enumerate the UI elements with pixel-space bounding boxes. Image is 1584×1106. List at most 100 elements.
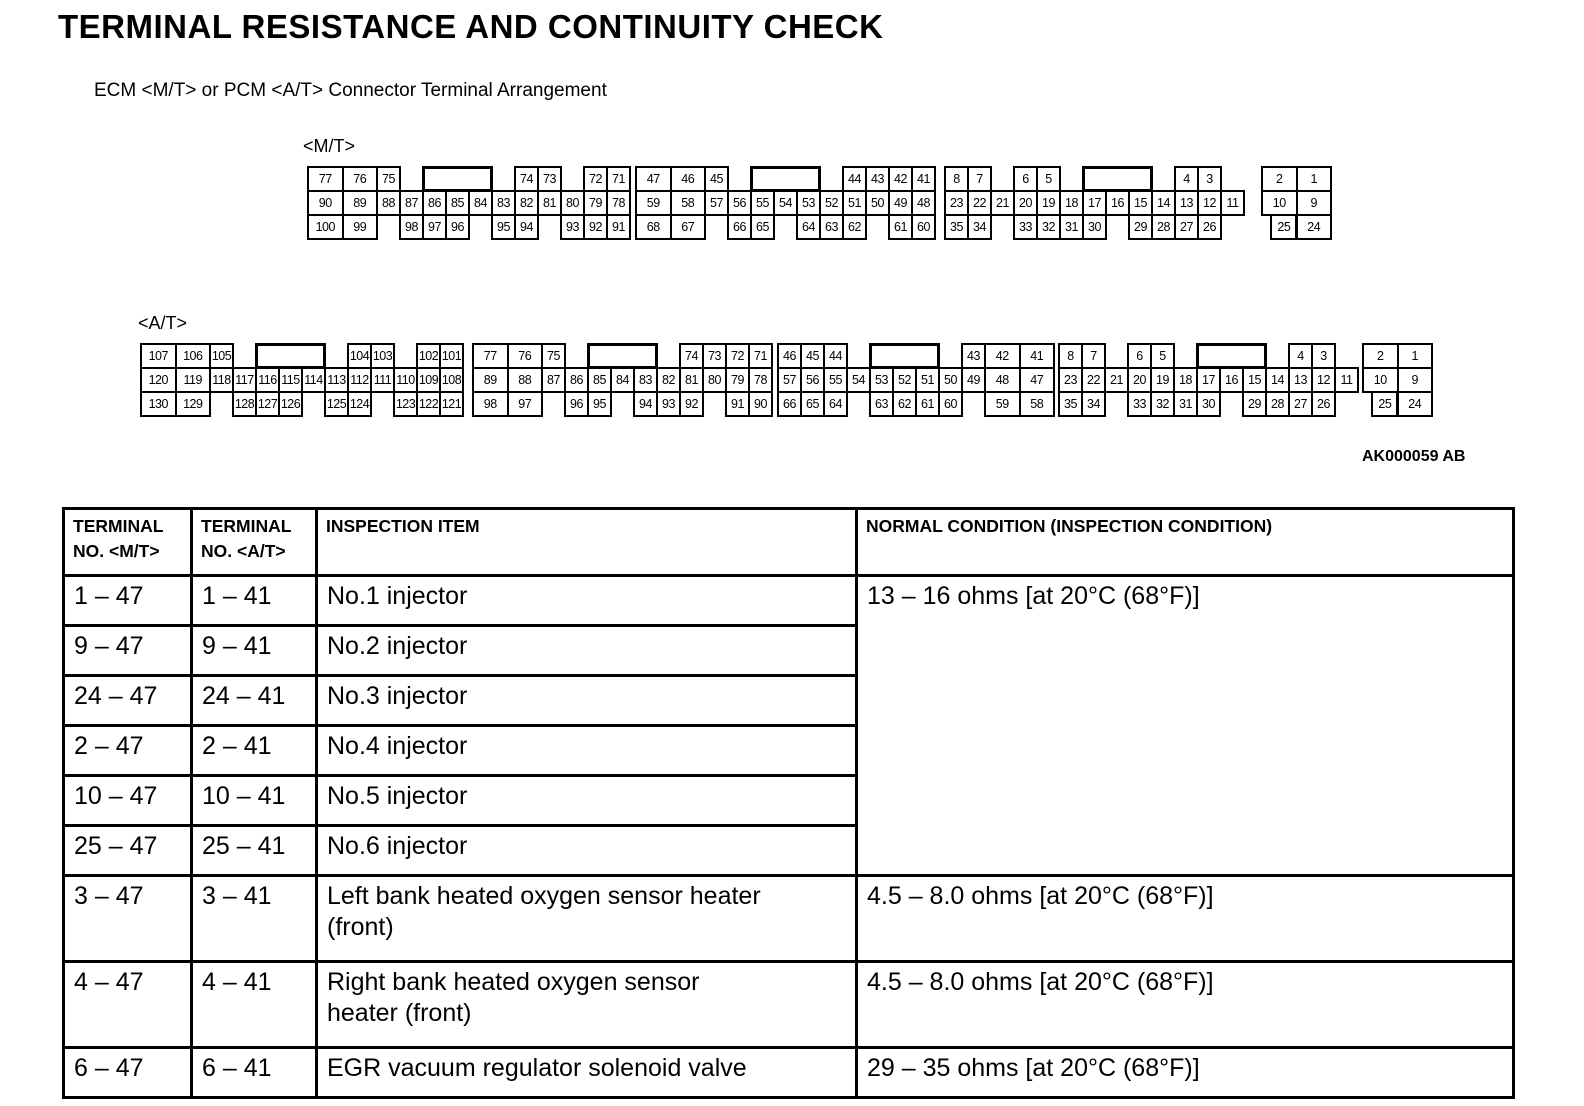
pin-33: 33 xyxy=(1013,214,1038,240)
pin-75: 75 xyxy=(541,343,566,369)
pin-5: 5 xyxy=(1036,166,1061,192)
pin-74: 74 xyxy=(679,343,704,369)
pin-81: 81 xyxy=(537,190,562,216)
pin-62: 62 xyxy=(842,214,867,240)
pin-112: 112 xyxy=(347,367,372,393)
cell-terminal-mt: 4 – 47 xyxy=(62,960,193,1049)
pin-57: 57 xyxy=(704,190,729,216)
pin-93: 93 xyxy=(656,391,681,417)
pin-15: 15 xyxy=(1128,190,1153,216)
pin-77: 77 xyxy=(307,166,344,192)
pin-86: 86 xyxy=(422,190,447,216)
pin-26: 26 xyxy=(1197,214,1222,240)
pin-42: 42 xyxy=(888,166,913,192)
pin-49: 49 xyxy=(888,190,913,216)
pin-68: 68 xyxy=(635,214,672,240)
cell-inspection-item: No.1 injector xyxy=(315,574,858,627)
pin-15: 15 xyxy=(1242,367,1267,393)
pin-51: 51 xyxy=(842,190,867,216)
cell-terminal-mt: 10 – 47 xyxy=(62,774,193,827)
cell-terminal-at: 9 – 41 xyxy=(190,624,318,677)
pin-53: 53 xyxy=(869,367,894,393)
pin-42: 42 xyxy=(984,343,1021,369)
pin-110: 110 xyxy=(393,367,418,393)
pin-46: 46 xyxy=(669,166,706,192)
pin-97: 97 xyxy=(422,214,447,240)
cell-inspection-item: No.4 injector xyxy=(315,724,858,777)
pin-91: 91 xyxy=(725,391,750,417)
pin-25: 25 xyxy=(1371,391,1399,417)
pin-58: 58 xyxy=(669,190,706,216)
pin-13: 13 xyxy=(1288,367,1313,393)
pin-22: 22 xyxy=(967,190,992,216)
pin-57: 57 xyxy=(777,367,802,393)
pin-43: 43 xyxy=(865,166,890,192)
pin-89: 89 xyxy=(472,367,509,393)
pin-96: 96 xyxy=(445,214,470,240)
cell-terminal-at: 4 – 41 xyxy=(190,960,318,1049)
pin-71: 71 xyxy=(748,343,773,369)
pin-103: 103 xyxy=(370,343,395,369)
pin-24: 24 xyxy=(1396,391,1433,417)
pin-55: 55 xyxy=(750,190,775,216)
at-connector-label: <A/T> xyxy=(138,313,188,333)
page-title: TERMINAL RESISTANCE AND CONTINUITY CHECK xyxy=(58,8,884,45)
pin-51: 51 xyxy=(915,367,940,393)
pin-63: 63 xyxy=(869,391,894,417)
pin-26: 26 xyxy=(1311,391,1336,417)
pin-17: 17 xyxy=(1082,190,1107,216)
pin-113: 113 xyxy=(324,367,349,393)
pin-122: 122 xyxy=(416,391,441,417)
pin-62: 62 xyxy=(892,391,917,417)
pin-47: 47 xyxy=(1018,367,1055,393)
pin-23: 23 xyxy=(944,190,969,216)
pin-30: 30 xyxy=(1196,391,1221,417)
pin-65: 65 xyxy=(800,391,825,417)
cell-terminal-at: 1 – 41 xyxy=(190,574,318,627)
pin-125: 125 xyxy=(324,391,349,417)
pin-90: 90 xyxy=(748,391,773,417)
pin-83: 83 xyxy=(633,367,658,393)
pin-76: 76 xyxy=(506,343,543,369)
pin-19: 19 xyxy=(1036,190,1061,216)
cell-inspection-item: EGR vacuum regulator solenoid valve xyxy=(315,1046,858,1099)
pin-72: 72 xyxy=(583,166,608,192)
pin-114: 114 xyxy=(301,367,326,393)
pin-8: 8 xyxy=(944,166,969,192)
pin-67: 67 xyxy=(669,214,706,240)
pin-31: 31 xyxy=(1173,391,1198,417)
pin-59: 59 xyxy=(984,391,1021,417)
pin-119: 119 xyxy=(174,367,211,393)
pin-29: 29 xyxy=(1242,391,1267,417)
pin-4: 4 xyxy=(1288,343,1313,369)
pin-96: 96 xyxy=(564,391,589,417)
pin-60: 60 xyxy=(938,391,963,417)
pin-8: 8 xyxy=(1058,343,1083,369)
pin-16: 16 xyxy=(1219,367,1244,393)
pin-115: 115 xyxy=(278,367,303,393)
pin-92: 92 xyxy=(679,391,704,417)
pin-74: 74 xyxy=(514,166,539,192)
pin-88: 88 xyxy=(506,367,543,393)
pin-126: 126 xyxy=(278,391,303,417)
pin-90: 90 xyxy=(307,190,344,216)
pin-82: 82 xyxy=(656,367,681,393)
pin-7: 7 xyxy=(967,166,992,192)
pin-52: 52 xyxy=(892,367,917,393)
pin-78: 78 xyxy=(748,367,773,393)
pin-94: 94 xyxy=(633,391,658,417)
pin-56: 56 xyxy=(727,190,752,216)
pin-85: 85 xyxy=(445,190,470,216)
pin-34: 34 xyxy=(967,214,992,240)
pin-65: 65 xyxy=(750,214,775,240)
pin-11: 11 xyxy=(1220,190,1245,216)
pin-45: 45 xyxy=(800,343,825,369)
